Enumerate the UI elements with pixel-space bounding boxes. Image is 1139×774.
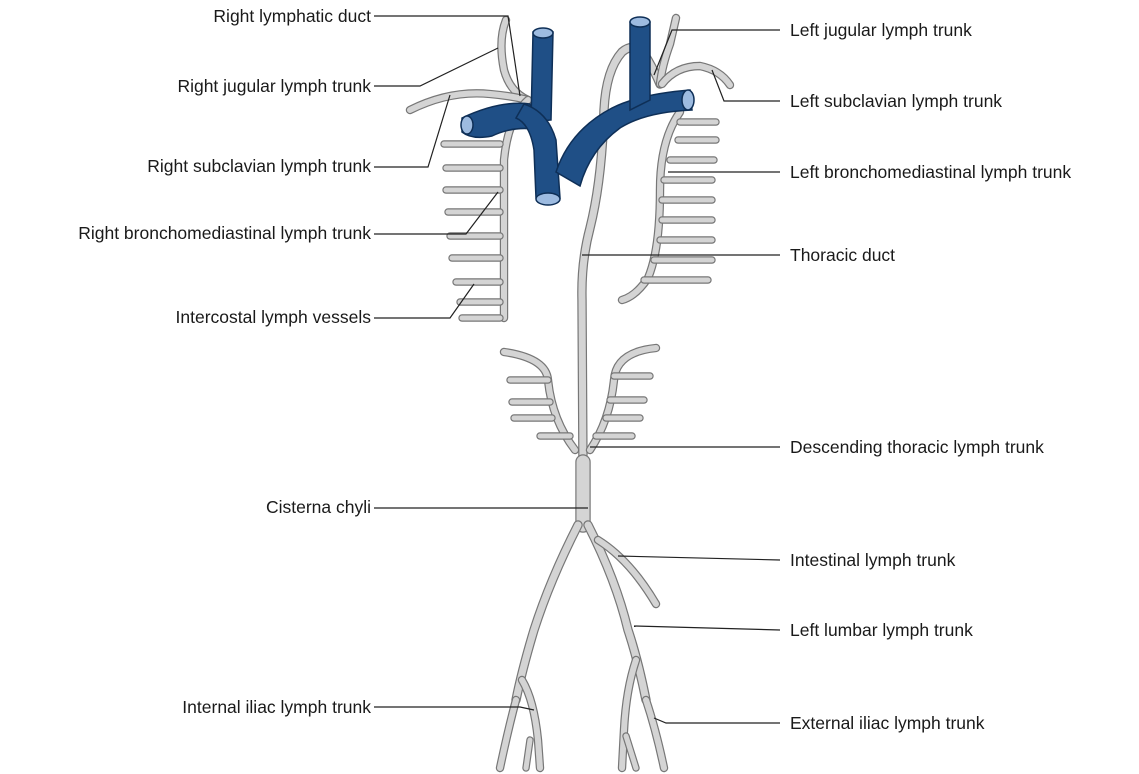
leader-right-jugular-lymph-trunk: [374, 48, 498, 86]
right-lumbar-lymph-trunk: [516, 525, 578, 700]
left-bronchomediastinal-arc: [622, 112, 680, 300]
label-left-lumbar-lymph-trunk: Left lumbar lymph trunk: [790, 620, 973, 640]
right-subclavian-vein-opening: [461, 116, 473, 134]
label-left-subclavian-lymph-trunk: Left subclavian lymph trunk: [790, 91, 1002, 111]
left-jugular-vein-opening: [630, 17, 650, 27]
left-external-iliac-trunk: [646, 700, 664, 768]
leader-intestinal-lymph-trunk: [618, 556, 780, 560]
left-internal-iliac-branch: [626, 736, 636, 768]
label-right-subclavian-lymph-trunk: Right subclavian lymph trunk: [147, 156, 371, 176]
left-subclavian-lymph-trunk: [662, 66, 730, 85]
label-intercostal-lymph-vessels: Intercostal lymph vessels: [176, 307, 372, 327]
label-internal-iliac-lymph-trunk: Internal iliac lymph trunk: [182, 697, 371, 717]
label-right-lymphatic-duct: Right lymphatic duct: [213, 6, 371, 26]
right-jugular-vein-opening: [533, 28, 553, 38]
label-right-bronchomediastinal-lymph-trunk: Right bronchomediastinal lymph trunk: [78, 223, 371, 243]
label-left-jugular-lymph-trunk: Left jugular lymph trunk: [790, 20, 972, 40]
label-right-jugular-lymph-trunk: Right jugular lymph trunk: [177, 76, 371, 96]
label-external-iliac-lymph-trunk: External iliac lymph trunk: [790, 713, 985, 733]
label-thoracic-duct: Thoracic duct: [790, 245, 895, 265]
label-descending-thoracic-lymph-trunk: Descending thoracic lymph trunk: [790, 437, 1044, 457]
right-internal-iliac-branch: [526, 740, 530, 768]
label-left-bronchomediastinal-lymph-trunk: Left bronchomediastinal lymph trunk: [790, 162, 1071, 182]
svc-vein-opening: [536, 193, 560, 205]
label-intestinal-lymph-trunk: Intestinal lymph trunk: [790, 550, 955, 570]
label-cisterna-chyli: Cisterna chyli: [266, 497, 371, 517]
right-bronchomediastinal-trunk: [504, 100, 528, 318]
left-internal-jugular-vein: [630, 22, 650, 110]
right-external-iliac-trunk: [500, 700, 516, 768]
left-subclavian-vein-opening: [682, 90, 694, 110]
leader-left-lumbar-lymph-trunk: [634, 626, 780, 630]
superior-vena-cava: [516, 104, 560, 198]
leader-external-iliac-lymph-trunk: [654, 718, 780, 723]
